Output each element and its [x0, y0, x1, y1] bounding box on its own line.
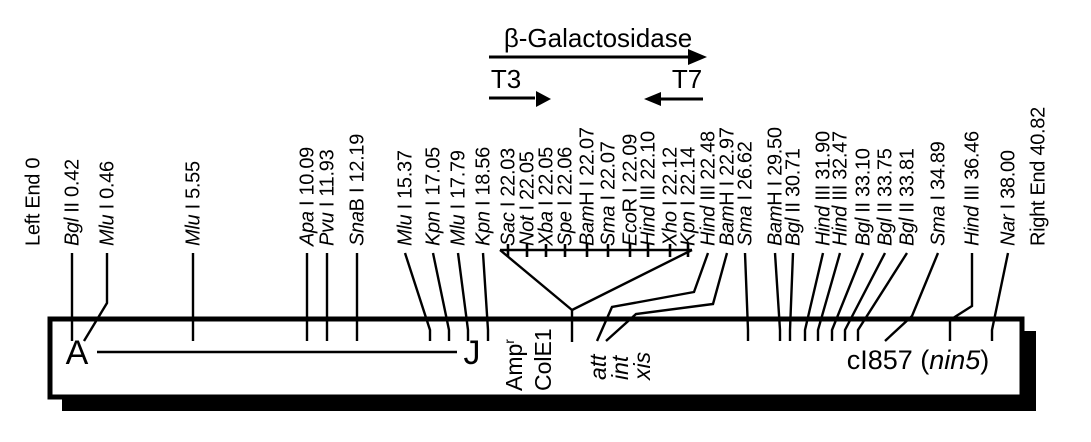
arrowhead-left-icon [644, 92, 661, 106]
beta-gal-label: β-Galactosidase [504, 23, 692, 53]
xis-label-text: xis [629, 351, 655, 381]
site-label: Spe I 22.06 [555, 147, 577, 246]
site-label: Xho I 22.12 [660, 147, 682, 247]
site-label: Mlu I 15.37 [395, 150, 417, 246]
svg-text:Ampr: Ampr [501, 339, 527, 391]
cole1-label-text: ColE1 [530, 328, 556, 391]
right-arm-label: J [464, 334, 481, 372]
att-gene-label: att [585, 353, 611, 380]
site-label: Bgl II 33.75 [875, 148, 897, 246]
site-connector [884, 252, 940, 342]
nin5-text: nin5 [929, 345, 981, 375]
amp-resistance-label: Ampr [501, 339, 527, 391]
t3-label: T3 [491, 64, 521, 94]
arrowhead-right-icon [536, 91, 551, 107]
site-connector [816, 252, 842, 341]
ci857-text: cI857 ( [847, 345, 930, 375]
site-connector [82, 253, 109, 342]
site-label: Right End 40.82 [1028, 107, 1050, 246]
site-label: Bgl II 33.10 [853, 148, 875, 246]
site-label: Sma I 34.89 [928, 141, 950, 246]
site-connector [803, 252, 825, 341]
site-label: EcoR I 22.09 [620, 134, 642, 246]
site-label: Sma I 26.62 [735, 141, 757, 246]
site-label: Bgl II 30.71 [783, 148, 805, 246]
site-label: Bgl II 33.81 [897, 148, 919, 246]
site-label: Xba I 22.05 [536, 147, 558, 247]
site-label: Mlu I 0.46 [97, 161, 119, 246]
att-label-text: att [585, 353, 611, 380]
site-label: Apa I 10.09 [297, 147, 319, 247]
site-connector [843, 252, 887, 341]
site-connector [743, 252, 750, 341]
ci857-close-paren: ) [980, 345, 989, 375]
int-label-text: int [607, 354, 633, 380]
map-bar [47, 316, 1025, 400]
t7-label: T7 [672, 64, 702, 94]
site-label: Hind III 36.46 [962, 131, 984, 246]
site-connector [595, 252, 710, 342]
site-connector [456, 252, 470, 341]
t7-promoter: T7 [644, 64, 703, 106]
site-label: Sma I 22.07 [598, 141, 620, 246]
site-label: BamH I 22.97 [717, 127, 739, 246]
site-label: Kpn I 18.56 [473, 147, 495, 246]
site-label: Left End 0 [23, 158, 45, 246]
site-label: BamH I 22.07 [577, 127, 599, 246]
site-label: Kpn I 17.05 [423, 147, 445, 246]
site-connector [481, 252, 490, 341]
site-label: Hind III 31.90 [813, 131, 835, 246]
site-label: Bgl II 0.42 [62, 159, 84, 246]
site-label: Mlu I 5.55 [183, 161, 205, 246]
site-label: Pvu I 11.93 [317, 149, 339, 246]
site-label: Nar I 38.00 [998, 150, 1020, 246]
site-label: Sac I 22.03 [498, 148, 520, 246]
site-label: Mlu I 17.79 [448, 150, 470, 246]
site-label: Not I 22.05 [517, 151, 539, 246]
site-label: Hind III 32.47 [830, 131, 852, 246]
site-connector [499, 249, 573, 311]
site-label: Kpn I 22.14 [678, 147, 700, 246]
arrowhead-right-icon [688, 49, 707, 65]
site-connector [990, 252, 1010, 341]
site-connector [403, 252, 432, 341]
site-connector [830, 252, 865, 341]
amp-label-text: Amp [501, 344, 527, 391]
site-connector [948, 253, 974, 341]
site-label: Hind III 22.10 [638, 131, 660, 246]
site-connector [856, 252, 909, 341]
site-connector [605, 252, 729, 342]
amp-superscript: r [501, 339, 517, 344]
site-label: BamH I 29.50 [765, 127, 787, 246]
site-connector [571, 248, 693, 312]
ci857-nin5-label: cI857 (nin5) [847, 345, 990, 375]
site-connector [788, 252, 795, 341]
site-label: Hind III 22.48 [698, 131, 720, 246]
xis-gene-label: xis [629, 351, 655, 381]
t3-promoter: T3 [489, 64, 551, 107]
left-arm-label: A [66, 334, 89, 372]
site-connector [773, 252, 782, 341]
site-connector [431, 252, 451, 341]
restriction-sites-layer: Left End 0 Bgl II 0.42 Mlu I 0.46 Mlu I 5.5… [23, 107, 1050, 342]
beta-gal-annotation: β-Galactosidase [489, 23, 707, 65]
int-gene-label: int [607, 354, 633, 380]
cole1-label: ColE1 [530, 328, 556, 391]
site-label: SnaB I 12.19 [347, 134, 369, 246]
